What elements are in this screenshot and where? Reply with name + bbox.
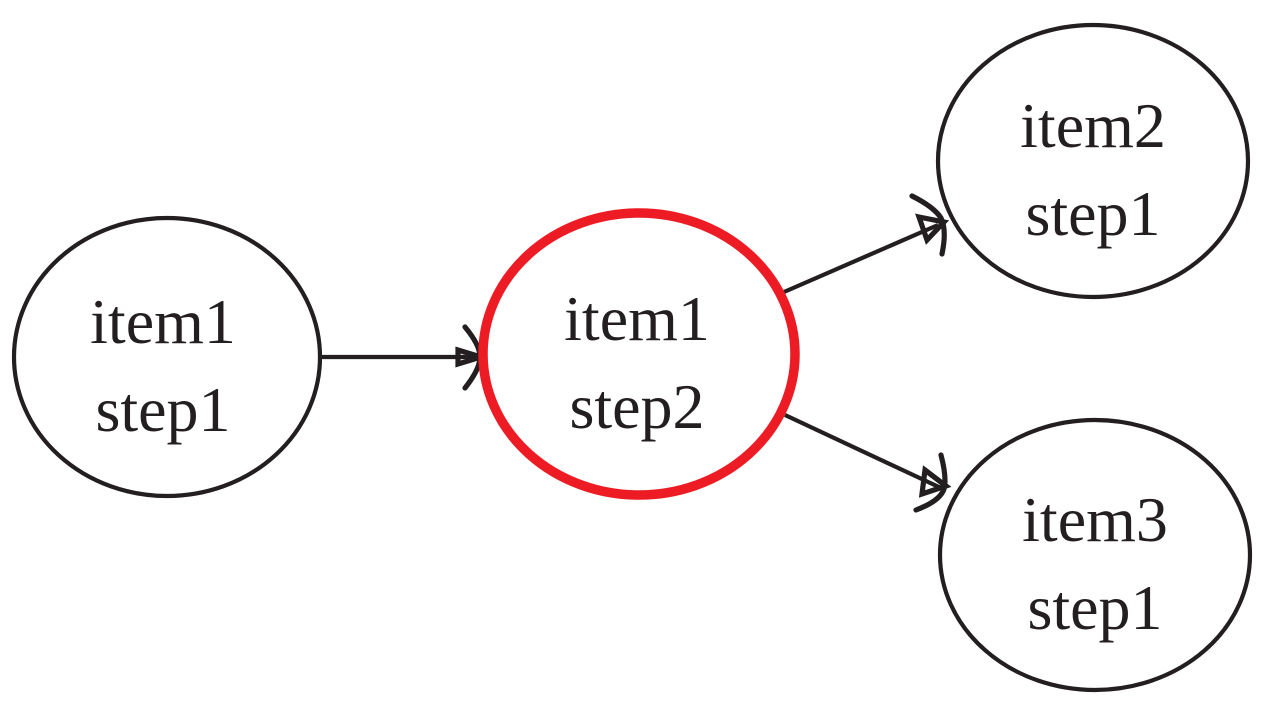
node-outline xyxy=(935,22,1251,300)
node-label-line1: item3 xyxy=(1022,484,1168,555)
node-label-line2: step2 xyxy=(569,371,704,442)
edge-item1step2-to-item3step1[interactable] xyxy=(784,413,952,513)
arrowhead-tip-icon xyxy=(455,346,490,368)
arrowhead-tip-icon xyxy=(915,213,950,245)
node-label-line1: item2 xyxy=(1020,90,1166,161)
node-label-line2: step1 xyxy=(1027,572,1162,643)
edge-line xyxy=(784,413,942,490)
node-label-line2: step1 xyxy=(95,374,230,445)
node-label-line1: item1 xyxy=(564,283,710,354)
node-item1-step1[interactable]: item1 step1 xyxy=(11,215,323,499)
node-outline xyxy=(937,417,1253,693)
node-label-line2: step1 xyxy=(1025,178,1160,249)
arrowhead-icon xyxy=(909,193,947,257)
arrowhead-tip-icon xyxy=(918,465,952,498)
node-item3-step1[interactable]: item3 step1 xyxy=(937,417,1253,693)
node-outline xyxy=(11,215,323,499)
node-item2-step1[interactable]: item2 step1 xyxy=(935,22,1251,300)
nodes-layer: item1 step1 item1 step2 item2 step1 item… xyxy=(11,22,1253,693)
node-item1-step2[interactable]: item1 step2 xyxy=(478,208,800,500)
edge-line xyxy=(783,223,939,294)
node-label-line1: item1 xyxy=(90,286,236,357)
edge-item1step2-to-item2step1[interactable] xyxy=(783,193,950,294)
node-outline-highlighted xyxy=(478,208,800,500)
